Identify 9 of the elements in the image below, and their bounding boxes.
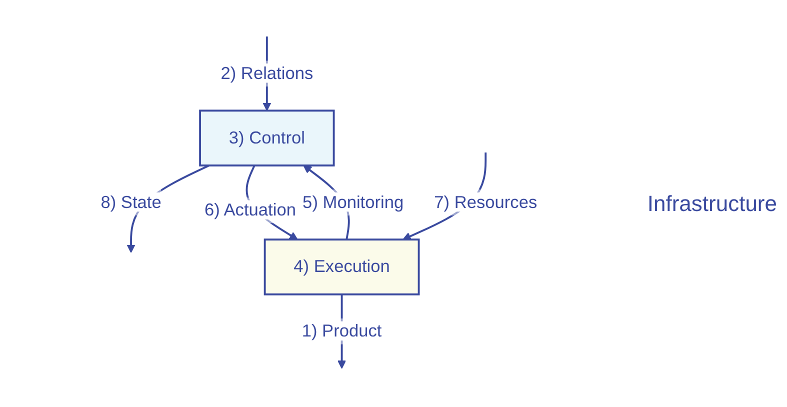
edge-label: 5) Monitoring [302, 192, 404, 212]
node-box: 4) Execution [264, 238, 420, 296]
edge-label: 2) Relations [220, 63, 313, 83]
edge-label: 6) Actuation [204, 200, 296, 220]
edge-label: 8) State [100, 192, 162, 212]
edge-label: 1) Product [302, 321, 382, 341]
edge-label: 7) Resources [434, 192, 537, 212]
node-box: 3) Control [198, 110, 335, 166]
note-label: Infrastructure [647, 190, 777, 216]
